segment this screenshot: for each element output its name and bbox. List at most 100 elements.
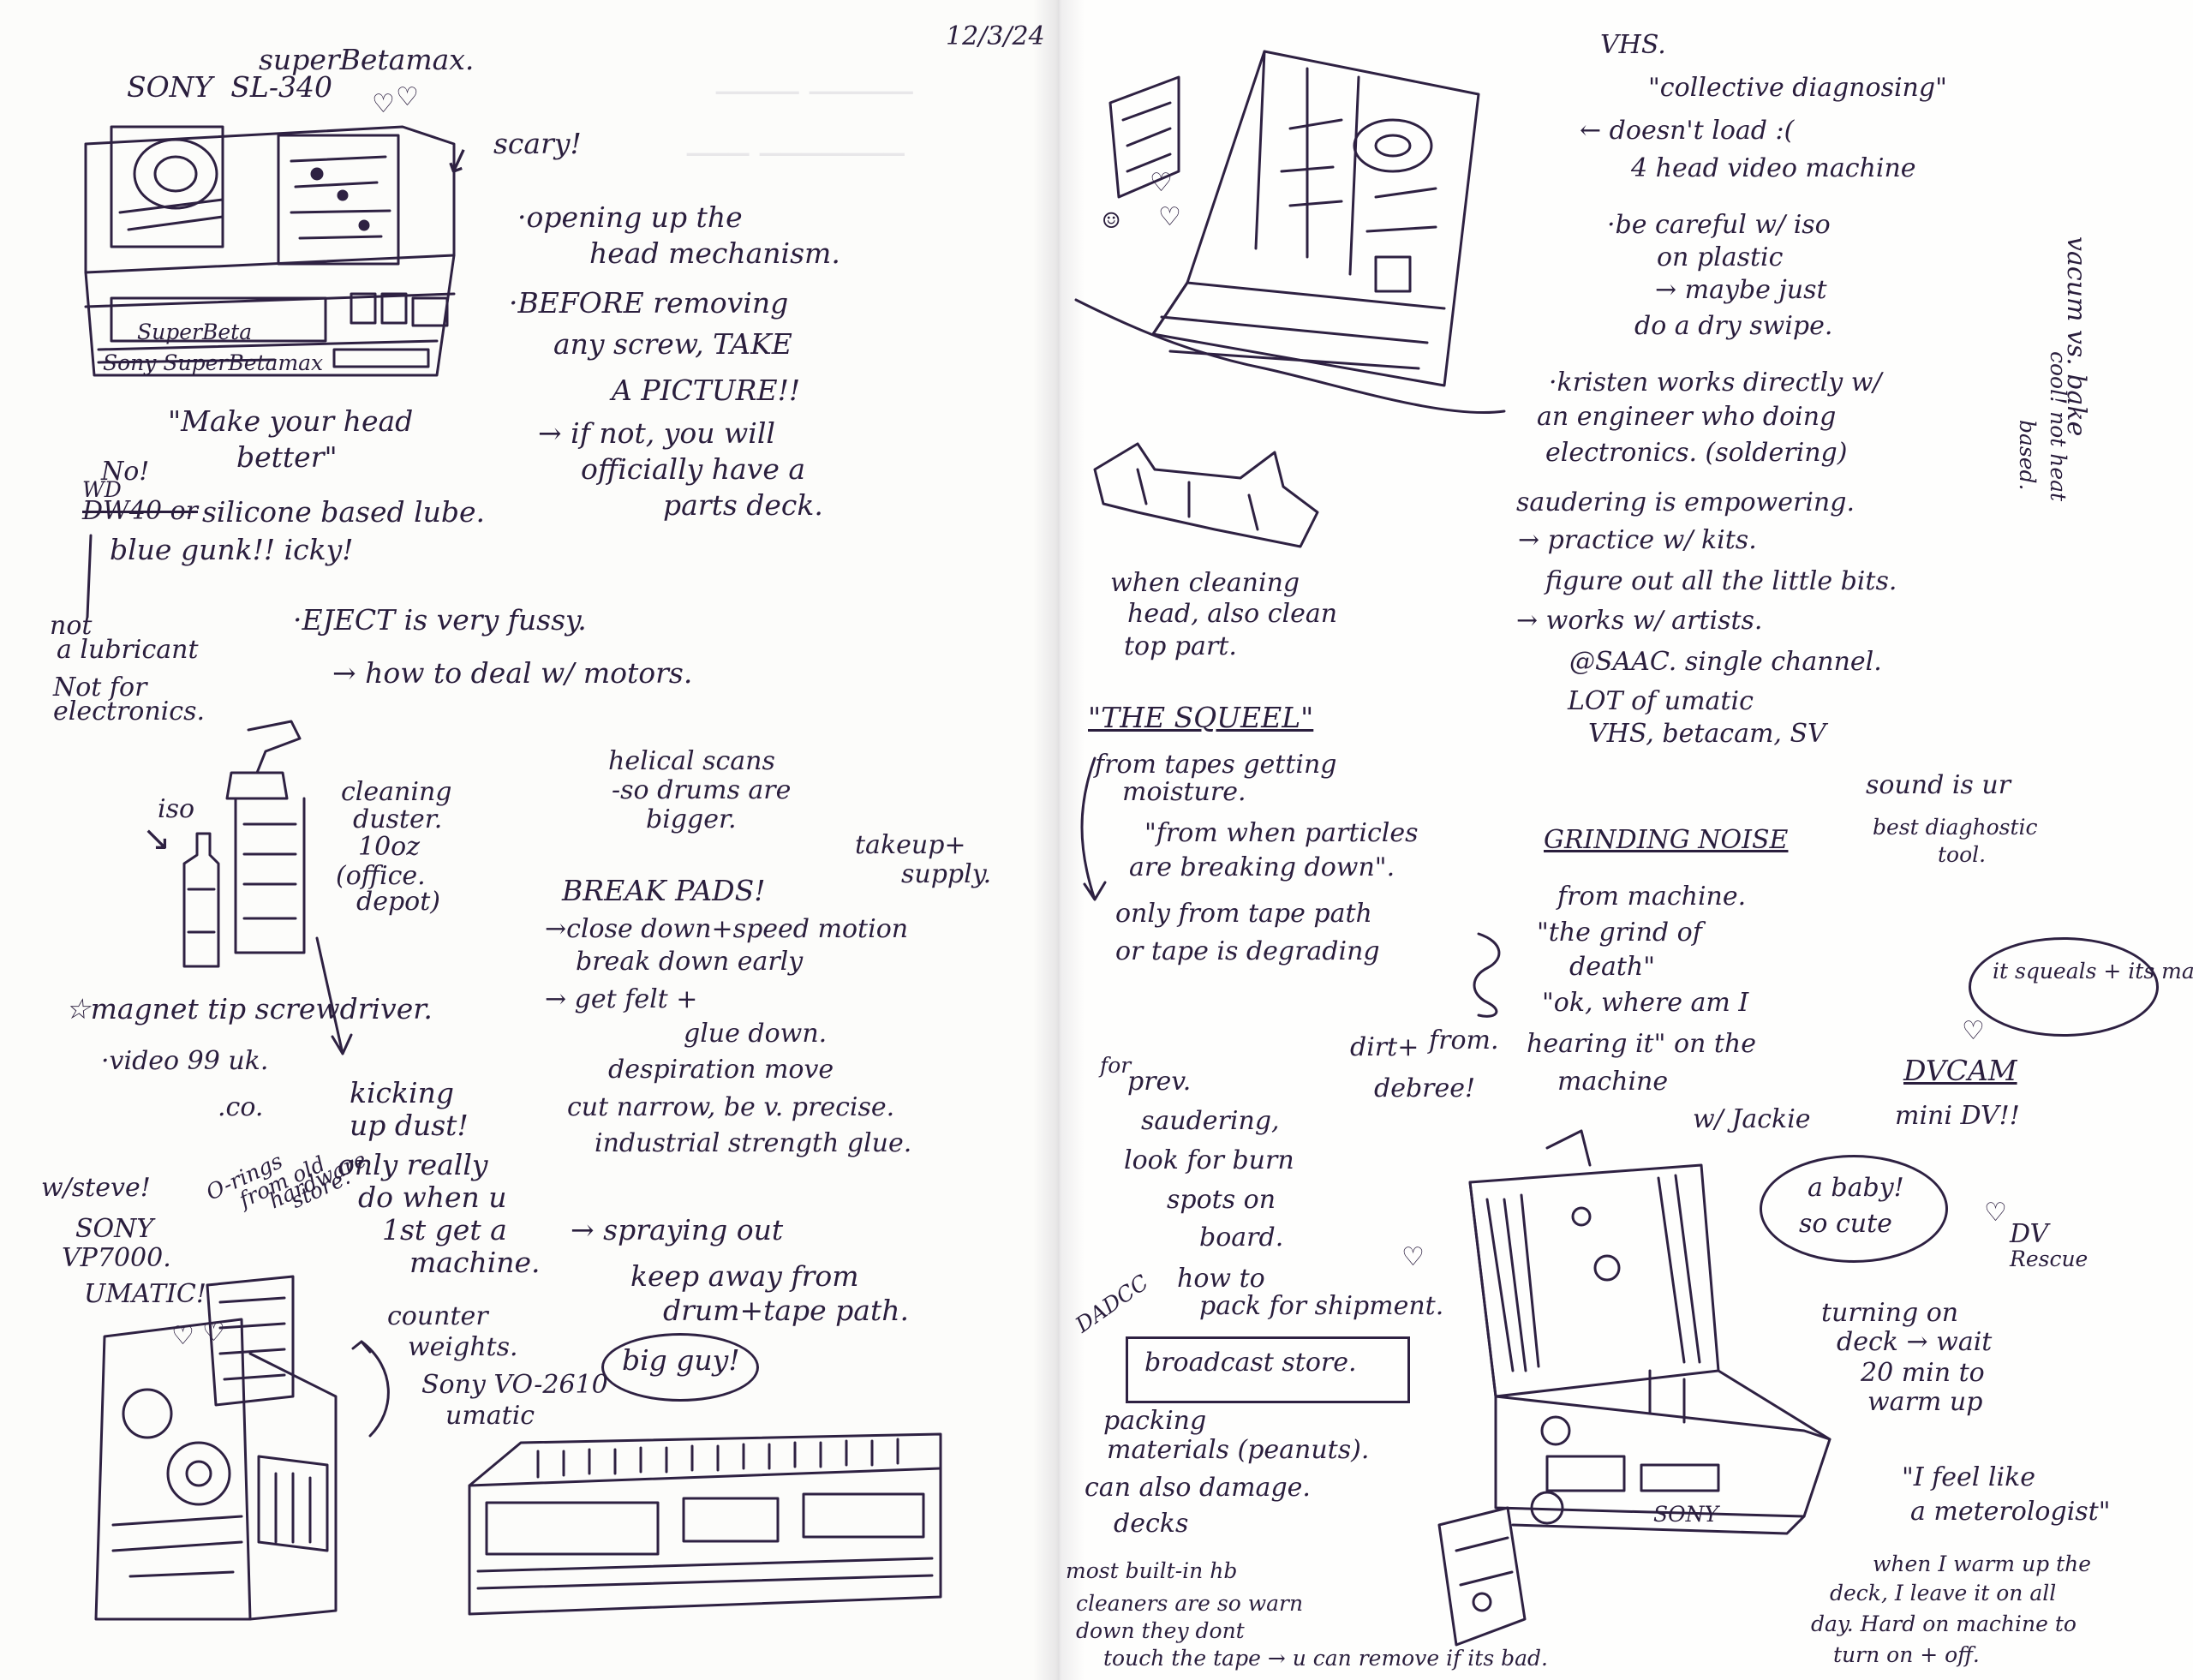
curved-arrow [351,1340,390,1438]
note-warm-up-3: day. Hard on machine to [1811,1611,2076,1636]
note-kicking-1: kicking [350,1076,454,1109]
note-opening-2: head mechanism. [589,236,840,270]
note-squeel-1: from tapes getting [1095,750,1337,780]
note-dirt-debree-1: dirt+ [1350,1032,1419,1062]
cleaning-duster-sketch [225,720,306,954]
note-vo2610-1: Sony VO-2610 [421,1370,608,1400]
arrow-line [1080,756,1107,901]
note-steve-1: w/steve! [41,1173,151,1203]
note-wd40-crossed: DW40 or [82,496,198,526]
note-only-tape-path-2: or tape is degrading [1115,936,1380,966]
note-not-for-2: electronics. [53,697,206,726]
deck-model-label: Sony SuperBetamax [103,350,324,375]
bubble-it-squeals: it squeals + its mad [1993,959,2193,983]
duster-label-1: cleaning [341,777,452,807]
broadcast-store-box [1126,1336,1410,1403]
note-silicone-lube: silicone based lube. [202,495,486,529]
note-look-for-burn: look for burn [1124,1145,1294,1175]
note-grind-5: hearing it" on the [1527,1029,1756,1059]
note-most-3: down they dont [1076,1618,1245,1643]
note-warm-up-4: turn on + off. [1833,1642,1980,1667]
note-packing-3: can also damage. [1085,1473,1311,1503]
note-sound-2: best diaghostic [1873,815,2038,840]
deck-sony-label: SONY [1653,1502,1719,1527]
betamax-deck-sketch [84,125,456,377]
duster-label-4: (office. [336,861,426,891]
quote-head-better-1: "Make your head [168,404,414,438]
note-doesnt-load: ← doesn't load :( [1580,116,1795,146]
label-broadcast-store: broadcast store. [1144,1348,1357,1378]
book-spine-gutter [1033,0,1085,1680]
note-kristen-3: electronics. (soldering) [1545,438,1848,468]
note-pack-for-shipment: pack for shipment. [1199,1291,1444,1321]
note-board: board. [1199,1223,1284,1253]
note-collective-diagnosing: "collective diagnosing" [1648,73,1947,103]
heart-icon: ♡ [372,89,395,119]
note-only-tape-path-1: only from tape path [1115,899,1372,929]
note-eject: ·EJECT is very fussy. [293,603,587,637]
quote-head-better-2: better" [236,440,338,474]
note-grind-2: "the grind of [1537,918,1702,948]
heart-icon: ♡ [1962,1016,1985,1046]
duster-label-5: depot) [356,887,440,917]
note-grind-1: from machine. [1557,882,1747,912]
note-kicking-2: up dust! [350,1109,469,1142]
title-superbetamax: superBetamax. [259,43,475,76]
note-packing-2: materials (peanuts). [1107,1435,1370,1465]
note-break-early: break down early [576,947,804,977]
note-kristen-2: an engineer who doing [1537,402,1837,432]
note-takeup-1: takeup+ [855,830,966,860]
note-steve-3: VP7000. [62,1243,171,1273]
note-most-2: cleaners are so warn [1076,1591,1304,1616]
note-w-jackie: w/ Jackie [1693,1104,1811,1134]
note-glue-down: glue down. [684,1019,828,1049]
heading-the-squeel: "THE SQUEEL" [1088,701,1314,734]
note-only-really-2: do when u [358,1181,507,1214]
note-ifnot-2: officially have a [581,452,806,486]
note-saudering-4: → works w/ artists. [1516,606,1763,636]
note-sound-1: sound is ur [1866,770,2011,800]
iso-bottle-sketch [182,832,220,968]
bubble-big-guy: big guy! [622,1343,740,1377]
vhs-deck-sketch [1074,50,1506,415]
bubble-a-baby: a baby! [1808,1173,1904,1203]
squiggle-sketch [1473,932,1501,1018]
note-for: for [1100,1053,1132,1078]
head-part-sketch [1093,442,1319,548]
note-mini-dv: mini DV!! [1895,1101,2020,1131]
note-wd-small: WD [82,477,122,502]
note-meterologist-1: "I feel like [1902,1462,2036,1492]
note-video99-1: ·video 99 uk. [101,1046,269,1076]
note-how-to: how to [1177,1264,1265,1294]
note-saudering-2: → practice w/ kits. [1518,525,1757,555]
note-counter-weights-2: weights. [408,1332,518,1362]
note-grind-4: "ok, where am I [1542,988,1749,1018]
note-squeel-3: "from when particles [1144,818,1419,848]
arrow-line [315,936,353,1055]
ghost-text: ──── ───── [716,74,913,113]
note-before-1: ·BEFORE removing [509,286,789,320]
note-helical-1: helical scans [608,746,775,776]
note-cool-not-heat: cool! not heat [2046,351,2071,502]
speech-bubble [601,1333,759,1402]
note-industrial-glue: industrial strength glue. [595,1128,912,1158]
label-iso: iso [158,794,195,824]
left-notebook-page [0,0,1059,1680]
ghost-text: ─── ─────── [687,135,905,175]
note-not-for-1: Not for [53,673,147,702]
note-before-3: A PICTURE!! [612,374,801,407]
note-spots-on: spots on [1167,1185,1276,1215]
heart-icon: ♡ [1401,1242,1425,1272]
heart-icon: ♡ [1150,168,1173,198]
note-grind-6: machine [1557,1067,1669,1097]
note-saudering-5: @SAAC. single channel. [1569,647,1882,677]
note-when-cleaning-3: top part. [1124,631,1237,661]
note-based: based. [2015,420,2040,491]
heart-icon: ♡ [396,82,419,112]
note-close-down: →close down+speed motion [545,914,909,944]
note-steve-4: UMATIC! [84,1279,206,1309]
note-ifnot-1: → if not, you will [538,416,775,450]
note-blue-gunk: blue gunk!! icky! [110,533,354,566]
heart-icon: ♡ [1158,202,1181,232]
note-only-really-3: 1st get a [382,1213,507,1247]
